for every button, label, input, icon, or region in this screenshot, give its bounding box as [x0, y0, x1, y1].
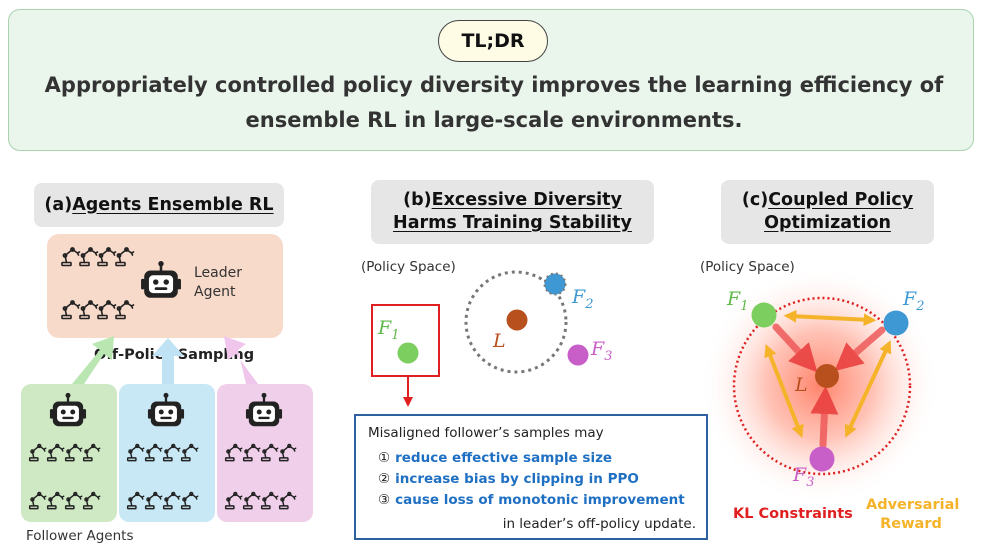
follower-1-node-b — [397, 342, 419, 364]
pull-arrow-f3 — [810, 386, 839, 449]
panel-a-title: (a)Agents Ensemble RL — [34, 183, 284, 227]
robot-arm-icon — [144, 491, 163, 510]
panel-c-title-line-2: Optimization — [764, 213, 891, 233]
robot-arm-icon — [97, 300, 117, 320]
robot-arm-icon — [46, 491, 65, 510]
kl-constraint-circle — [732, 296, 912, 476]
robot-arm-icon — [162, 491, 181, 510]
panel-c-prefix: (c) — [741, 190, 769, 210]
follower-2-label-b: F2 — [571, 286, 593, 312]
panel-a-title-text: Agents Ensemble RL — [72, 194, 274, 215]
kl-constraints-label: KL Constraints — [733, 506, 853, 522]
robot-arm-icon — [260, 443, 279, 462]
misaligned-follower-box — [371, 304, 440, 377]
robot-arm-icon — [278, 491, 297, 510]
follower-3-node-b — [567, 344, 589, 366]
panel-b-policy-space-label: (Policy Space) — [361, 259, 456, 275]
robot-arm-icon — [278, 443, 297, 462]
robot-arm-icon — [242, 443, 261, 462]
leader-robot-head-icon — [141, 260, 181, 298]
sampling-arrows — [72, 336, 258, 384]
robot-arm-icon — [82, 443, 101, 462]
robot-arm-icon — [144, 443, 163, 462]
robot-arm-icon — [79, 247, 99, 267]
leader-label-b: L — [492, 330, 506, 352]
follower-1-node-c — [751, 302, 777, 328]
robot-arm-icon — [64, 491, 83, 510]
tldr-badge: TL;DR — [438, 20, 548, 62]
panel-c-title-line-1: Coupled Policy — [768, 190, 914, 210]
follower-1-label-b: F1 — [377, 317, 399, 343]
follower-robots — [28, 392, 297, 510]
robot-arm-icon — [224, 491, 243, 510]
green-sampling-arrow — [72, 336, 114, 384]
follower-2-label-c: F2 — [902, 288, 924, 314]
robot-arm-icon — [180, 443, 199, 462]
follower-2-ring-b — [543, 272, 567, 296]
robot-arm-icon — [28, 491, 47, 510]
follower-agents-label: Follower Agents — [26, 528, 134, 544]
robot-arm-icon — [79, 300, 99, 320]
panel-c-title: (c)Coupled Policy Optimization — [721, 180, 934, 244]
follower-2-node-c — [883, 310, 909, 336]
robot-arm-icon — [64, 443, 83, 462]
robot-arm-icon — [162, 443, 181, 462]
trust-region-circle — [464, 270, 568, 374]
tldr-summary-line-2: ensemble RL in large-scale environments. — [245, 108, 743, 132]
leader-label-line-1: Leader — [194, 265, 243, 281]
robot-arm-icon — [224, 443, 243, 462]
issues-outro: in leader’s off-policy update. — [502, 516, 696, 532]
robot-arm-icon — [46, 443, 65, 462]
panel-c-policy-space-label: (Policy Space) — [700, 259, 795, 275]
robot-head-icon — [49, 392, 87, 427]
robot-arm-icon — [61, 300, 81, 320]
robot-arm-icon — [126, 443, 145, 462]
robot-head-icon — [245, 392, 283, 427]
adversarial-reward-label-1: Adversarial — [866, 497, 960, 513]
robot-arm-icon — [260, 491, 279, 510]
leader-label-line-2: Agent — [194, 284, 236, 300]
leader-node-c — [815, 364, 839, 388]
adversarial-arrow-f1-f3 — [764, 344, 804, 438]
robot-arm-icon — [61, 247, 81, 267]
issues-intro: Misaligned follower’s samples may — [368, 425, 604, 441]
robot-arm-icon — [82, 491, 101, 510]
adversarial-arrow-f2-f3 — [844, 340, 892, 438]
robot-arm-icon — [242, 491, 261, 510]
robot-arm-icon — [97, 247, 117, 267]
robot-arm-icon — [180, 491, 199, 510]
leader-label-c: L — [794, 374, 808, 396]
panel-b-title-line-1: Excessive Diversity — [431, 190, 622, 210]
panel-a-prefix: (a) — [44, 194, 73, 215]
leader-node-b — [506, 309, 528, 331]
robot-arm-icon — [126, 491, 145, 510]
robot-arm-icon — [28, 443, 47, 462]
blue-sampling-arrow — [152, 338, 184, 384]
follower-3-label-c: F3 — [792, 464, 814, 490]
robot-arm-icon — [115, 300, 135, 320]
follower-3-label-b: F3 — [590, 338, 612, 364]
adversarial-arrow-f1-f2 — [783, 309, 877, 327]
robot-arm-icon — [115, 247, 135, 267]
panel-b-prefix: (b) — [403, 190, 432, 210]
leader-robot-arms — [61, 247, 135, 320]
robot-head-icon — [147, 392, 185, 427]
follower-3-node-c — [809, 446, 835, 472]
panel-b-title-line-2: Harms Training Stability — [393, 213, 632, 233]
adversarial-reward-label-2: Reward — [880, 516, 942, 532]
panel-b-title: (b)Excessive Diversity Harms Training St… — [371, 180, 654, 244]
pink-sampling-arrow — [224, 336, 258, 384]
follower-2-node-b — [544, 273, 566, 295]
tldr-summary-line-1: Appropriately controlled policy diversit… — [44, 73, 944, 97]
follower-1-label-c: F1 — [726, 288, 748, 314]
adversarial-arrows — [764, 309, 892, 438]
